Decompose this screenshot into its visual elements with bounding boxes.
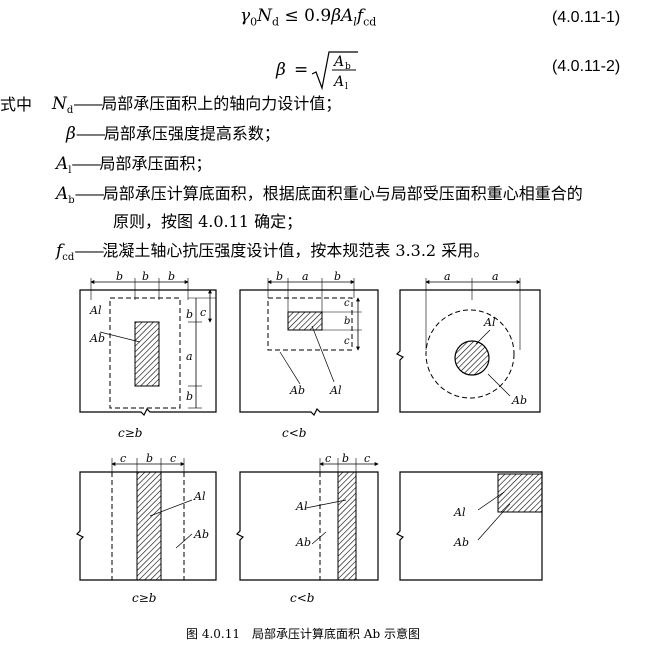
definition-ab: Ab——局部承压计算底面积，根据底面积重心与局部受压面积重心相重合的 — [56, 184, 583, 207]
p2-dim-b3: b — [344, 316, 350, 327]
svg-text:A: A — [332, 54, 344, 70]
intro-text: 式中 — [0, 95, 33, 114]
equation-2-number: (4.0.11-2) — [552, 58, 621, 75]
equation-1: γ0Nd ≤ 0.9βAlfcd — [240, 6, 377, 29]
svg-text:b: b — [345, 62, 351, 72]
p1-dim-b1: b — [116, 270, 123, 283]
svg-text:l: l — [345, 82, 348, 92]
p2-condition: c<b — [282, 426, 306, 440]
p4-dim-c2: c — [170, 452, 176, 465]
definition-nd: Nd——局部承压面积上的轴向力设计值； — [52, 94, 342, 117]
p1-dim-b5: b — [186, 390, 193, 403]
panel-4 — [75, 458, 217, 581]
p1-dim-a: a — [186, 350, 193, 363]
p1-dim-b3: b — [168, 270, 175, 283]
p5-label-ab: Ab — [295, 536, 311, 549]
definition-beta: β——局部承压强度提高系数； — [66, 124, 280, 144]
figure-4-0-11: b b b c b a b Al Ab c≥b b a b c b c Ab A… — [75, 270, 543, 641]
figure-caption: 图 4.0.11 局部承压计算底面积 Ab 示意图 — [186, 626, 420, 641]
definition-al: Al——局部承压面积； — [56, 154, 212, 177]
p2-dim-b2: b — [334, 270, 341, 283]
p4-label-al: Al — [193, 490, 206, 503]
p4-dim-b: b — [146, 452, 153, 465]
p1-dim-b2: b — [142, 270, 149, 283]
definition-fcd: fcd——混凝土轴心抗压强度设计值，按本规范表 3.3.2 采用。 — [56, 241, 490, 264]
definition-ab-cont: 原则，按图 4.0.11 确定； — [113, 212, 303, 231]
p5-dim-c1: c — [325, 452, 331, 465]
p1-label-al: Al — [89, 304, 102, 317]
p2-dim-b1: b — [276, 270, 283, 283]
p4-condition: c≥b — [132, 591, 156, 605]
p3-label-al: Al — [483, 316, 496, 329]
p2-label-ab: Ab — [289, 384, 305, 397]
sqrt-sign-icon: A b A l — [311, 51, 358, 92]
p5-condition: c<b — [290, 591, 314, 605]
p4-dim-c1: c — [120, 452, 126, 465]
p5-dim-c2: c — [364, 452, 370, 465]
p6-label-al: Al — [453, 506, 466, 519]
p3-dim-a2: a — [492, 270, 499, 283]
equation-1-number: (4.0.11-1) — [552, 9, 621, 26]
panel-5 — [235, 458, 379, 581]
p2-dim-a: a — [302, 270, 309, 283]
p5-label-al: Al — [295, 500, 308, 513]
p5-dim-b: b — [342, 452, 349, 465]
p1-dim-b4: b — [186, 308, 193, 321]
p2-label-al: Al — [329, 384, 342, 397]
panel-3 — [395, 278, 541, 413]
panel-2 — [239, 278, 379, 417]
p2-dim-c1: c — [344, 298, 350, 309]
panel-1 — [79, 278, 217, 417]
p3-dim-a1: a — [444, 270, 451, 283]
p2-dim-c2: c — [344, 336, 350, 347]
panel-6 — [395, 471, 543, 581]
p4-label-ab: Ab — [193, 528, 209, 541]
svg-text:A: A — [332, 74, 344, 90]
p1-condition: c≥b — [118, 426, 142, 440]
p1-label-ab: Ab — [89, 332, 105, 345]
p6-label-ab: Ab — [453, 536, 469, 549]
p1-dim-c: c — [200, 306, 206, 319]
p3-label-ab: Ab — [511, 394, 527, 407]
